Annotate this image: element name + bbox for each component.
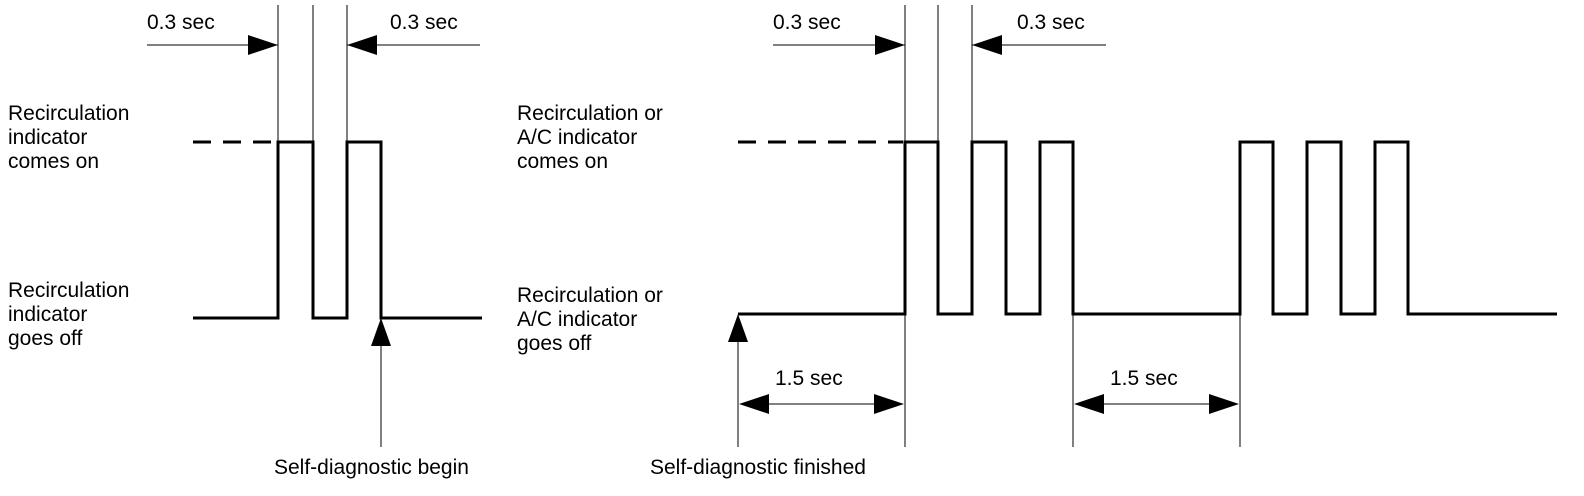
right-signal-waveform	[738, 140, 1557, 316]
left-timing-diagram: Recirculation indicator comes on Recircu…	[8, 5, 482, 479]
right-timing-diagram: Recirculation or A/C indicator comes on …	[517, 5, 1557, 479]
right-width-arrowhead-1	[875, 35, 905, 55]
left-width-arrowhead-1	[248, 35, 278, 55]
right-gap-arrowhead-1a	[739, 394, 769, 414]
right-event-up-arrow-icon	[728, 314, 748, 342]
right-event-label: Self-diagnostic finished	[650, 456, 866, 479]
right-width-label-1: 0.3 sec	[773, 11, 841, 34]
right-gap-arrowhead-1b	[874, 394, 904, 414]
left-signal-waveform	[193, 140, 482, 320]
left-on-state-label: Recirculation indicator comes on	[8, 102, 135, 173]
left-event-up-arrow-icon	[371, 318, 391, 346]
right-width-label-2: 0.3 sec	[1017, 11, 1085, 34]
left-width-label-2: 0.3 sec	[390, 11, 458, 34]
right-on-state-label: Recirculation or A/C indicator comes on	[517, 102, 669, 173]
left-off-state-label: Recirculation indicator goes off	[8, 279, 135, 350]
right-gap-arrowhead-2a	[1074, 394, 1104, 414]
right-off-state-label: Recirculation or A/C indicator goes off	[517, 284, 669, 355]
right-gap-arrowhead-2b	[1209, 394, 1239, 414]
right-gap-label-1: 1.5 sec	[775, 367, 843, 390]
left-width-arrowhead-2	[347, 35, 377, 55]
right-gap-label-2: 1.5 sec	[1110, 367, 1178, 390]
right-width-arrowhead-2	[972, 35, 1002, 55]
left-width-label-1: 0.3 sec	[147, 11, 215, 34]
left-event-label: Self-diagnostic begin	[274, 456, 469, 479]
